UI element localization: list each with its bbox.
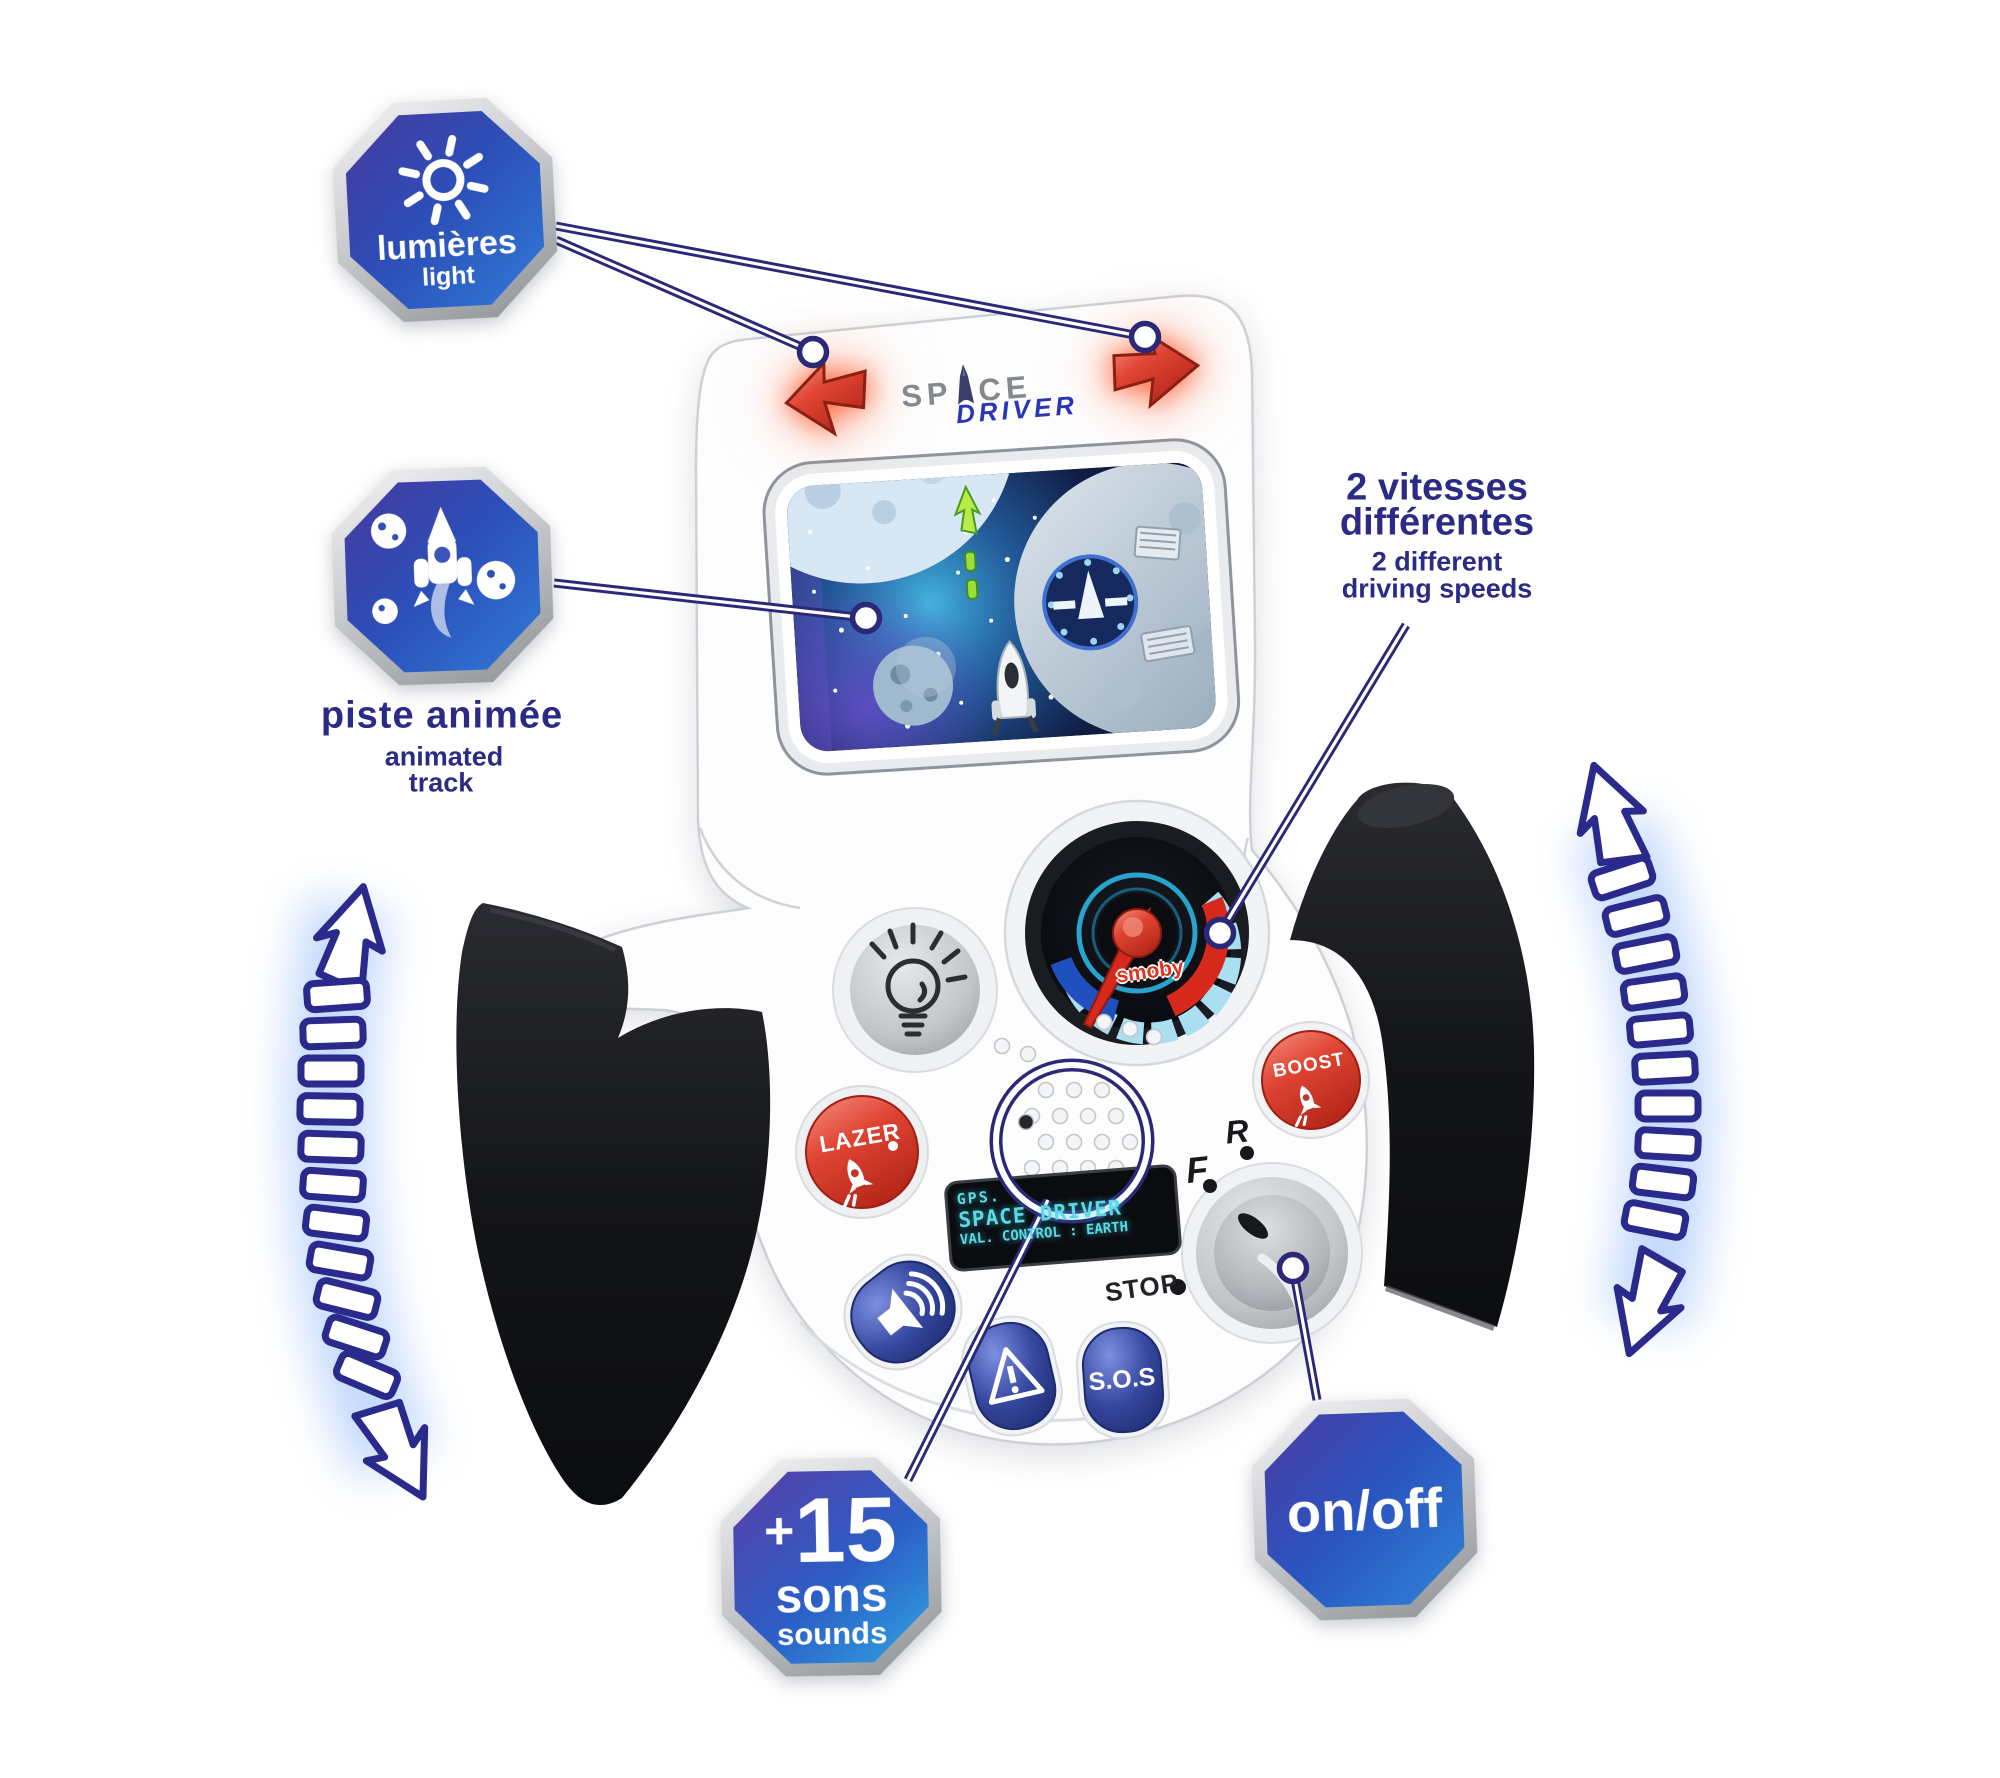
player-ship — [991, 640, 1039, 736]
speaker-grille — [993, 1013, 1163, 1203]
handle-right[interactable] — [1290, 776, 1535, 1331]
sounds-label-en: sounds — [776, 1614, 888, 1652]
speeds-caption-en2: driving speeds — [1341, 573, 1533, 604]
warning-icon — [988, 1347, 1045, 1405]
lazer-button[interactable] — [795, 1085, 929, 1219]
badge-track — [327, 462, 558, 690]
track-caption-en2: track — [408, 767, 474, 798]
track-caption-en1: animated — [384, 741, 504, 772]
sos-label: S.O.S — [1087, 1362, 1157, 1397]
logo-space: SP CE — [899, 359, 1033, 415]
boost-rocket-icon — [1294, 1085, 1322, 1128]
reverse-label: R — [1223, 1112, 1251, 1151]
rocket-track-icon — [370, 506, 516, 638]
sound-button[interactable] — [826, 1236, 980, 1388]
rotate-arrow-right — [1572, 761, 1713, 1358]
gear-knob[interactable] — [1181, 1162, 1363, 1344]
rotate-arrow-left — [286, 883, 435, 1501]
screen — [762, 438, 1241, 776]
warning-button[interactable] — [954, 1308, 1070, 1444]
badge-lights-label-en: light — [421, 261, 476, 292]
bulb-icon — [869, 922, 968, 1037]
badge-power: on/off — [1247, 1394, 1482, 1625]
boost-button[interactable] — [1252, 1021, 1370, 1139]
sos-button[interactable] — [1074, 1319, 1172, 1441]
logo-rocket-icon — [958, 364, 975, 405]
callout-lines — [553, 221, 1410, 1483]
speaker-icon — [877, 1271, 946, 1336]
light-button[interactable] — [832, 907, 998, 1073]
badge-sounds: +15 sons sounds — [717, 1454, 945, 1680]
track-caption-fr: piste animée — [320, 694, 564, 737]
power-label: on/off — [1285, 1475, 1444, 1544]
forward-label: F — [1183, 1147, 1211, 1192]
sounds-plus: + — [763, 1502, 795, 1562]
light-arrow-left — [784, 359, 867, 437]
laser-shots — [953, 484, 982, 600]
handle-left[interactable] — [456, 903, 771, 1506]
speeds-caption-fr2: différentes — [1339, 501, 1535, 544]
lazer-rocket-icon — [842, 1159, 874, 1209]
speeds-caption-fr1: 2 vitesses — [1346, 466, 1528, 509]
badge-lights: lumières light — [327, 92, 562, 327]
sun-icon — [398, 134, 489, 226]
speeds-caption-en1: 2 different — [1371, 546, 1503, 577]
